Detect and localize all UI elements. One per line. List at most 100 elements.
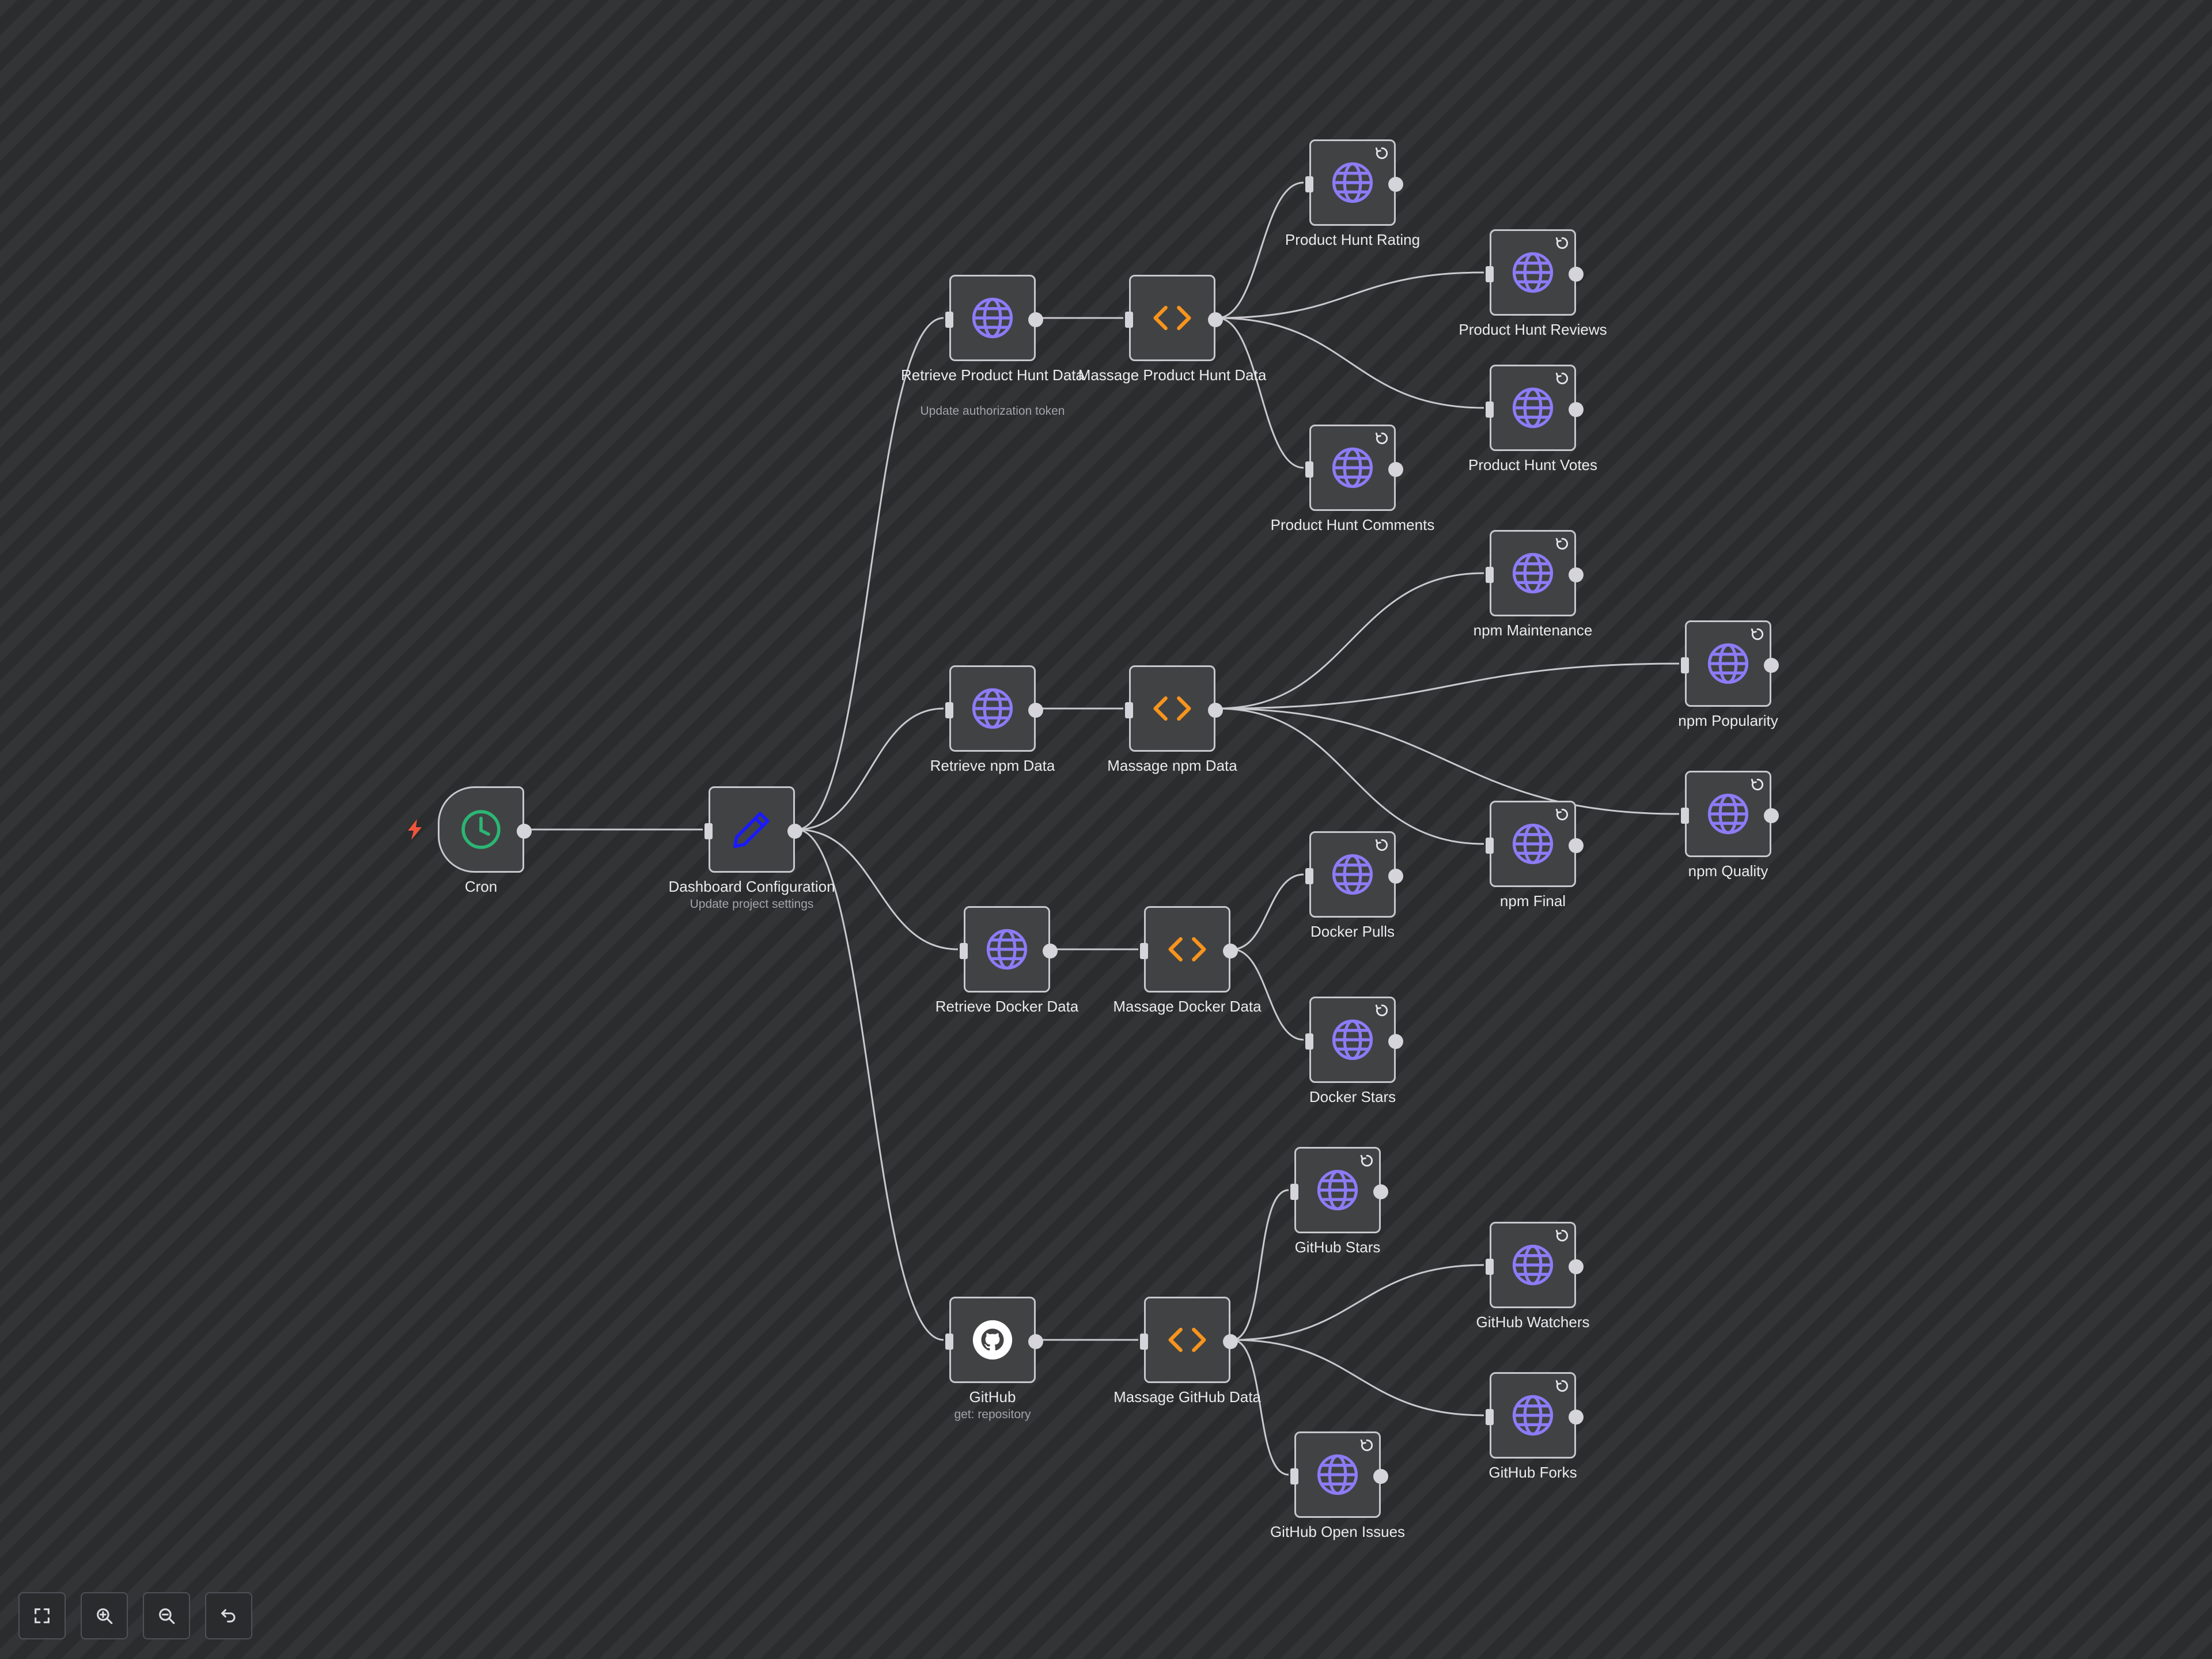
output-port[interactable] [1569,402,1584,417]
code-icon [1165,927,1210,972]
fit-button[interactable] [18,1592,66,1639]
node-ghstars[interactable] [1290,1147,1388,1233]
node-label: GitHub Watchers [1476,1313,1590,1331]
output-port[interactable] [1569,838,1584,853]
node-npmmaint[interactable] [1486,530,1584,616]
output-port[interactable] [1028,312,1043,327]
connection-mnpm-npmfinal[interactable] [1217,707,1484,845]
output-port[interactable] [1569,567,1584,582]
node-npmpop[interactable] [1681,620,1779,707]
input-port[interactable] [1486,1259,1494,1275]
input-port[interactable] [945,702,953,718]
node-github[interactable] [945,1297,1043,1383]
node-phvotes[interactable] [1486,365,1584,451]
output-port[interactable] [1569,267,1584,282]
input-port[interactable] [1486,838,1494,854]
output-port[interactable] [1388,869,1403,884]
input-port[interactable] [1486,567,1494,583]
node-rdocker[interactable] [960,906,1058,993]
connection-mgithub-ghwatchers[interactable] [1232,1264,1484,1341]
node-ghwatchers[interactable] [1486,1222,1584,1308]
input-port[interactable] [1486,1409,1494,1425]
connection-mgithub-ghforks[interactable] [1232,1339,1484,1416]
input-port[interactable] [1305,1033,1313,1050]
input-port[interactable] [704,823,713,839]
input-port[interactable] [945,312,953,328]
connection-mnpm-npmmaint[interactable] [1217,572,1484,710]
input-port[interactable] [1486,402,1494,418]
node-npmqual[interactable] [1681,771,1779,857]
output-port[interactable] [1569,1410,1584,1425]
output-port[interactable] [1028,703,1043,718]
output-port[interactable] [787,824,802,839]
node-ghissues[interactable] [1290,1431,1388,1518]
input-port[interactable] [1140,943,1148,959]
output-port[interactable] [1208,703,1223,718]
connection-config-rdocker[interactable] [796,828,959,950]
node-config[interactable] [704,786,802,873]
node-rnpm[interactable] [945,665,1043,752]
node-mgithub[interactable] [1140,1297,1238,1383]
globe-icon [1315,1452,1360,1497]
input-port[interactable] [1681,808,1689,824]
node-phcomments[interactable] [1305,425,1403,511]
connection-config-rph[interactable] [796,317,944,831]
output-port[interactable] [1388,1034,1403,1049]
connection-mph-phvotes[interactable] [1217,317,1484,409]
input-port[interactable] [1290,1184,1298,1200]
globe-icon [1510,250,1555,295]
output-port[interactable] [1043,944,1058,959]
node-dstars[interactable] [1305,997,1403,1083]
input-port[interactable] [945,1334,953,1350]
zoomout-button[interactable] [143,1592,190,1639]
output-port[interactable] [1028,1334,1043,1349]
output-port[interactable] [1208,312,1223,327]
output-port[interactable] [1223,944,1238,959]
connection-config-github[interactable] [796,828,944,1341]
output-port[interactable] [1764,658,1779,673]
connection-mgithub-ghissues[interactable] [1232,1339,1289,1476]
connection-mph-phreviews[interactable] [1217,271,1484,319]
connection-mdocker-dstars[interactable] [1232,948,1304,1041]
output-port[interactable] [1569,1259,1584,1274]
input-port[interactable] [1125,312,1133,328]
input-port[interactable] [1486,266,1494,282]
node-mnpm[interactable] [1125,665,1223,752]
connection-mph-phcomments[interactable] [1217,317,1304,469]
output-port[interactable] [1388,462,1403,477]
undo-button[interactable] [205,1592,252,1639]
input-port[interactable] [1305,461,1313,478]
input-port[interactable] [1305,176,1313,192]
node-label: npm Final [1499,892,1566,910]
node-mdocker[interactable] [1140,906,1238,993]
output-port[interactable] [1764,808,1779,823]
output-port[interactable] [517,824,532,839]
undo-icon [219,1606,238,1626]
node-phreviews[interactable] [1486,229,1584,316]
input-port[interactable] [1140,1334,1148,1350]
input-port[interactable] [960,943,968,959]
zoomin-button[interactable] [81,1592,128,1639]
node-dpulls[interactable] [1305,831,1403,918]
node-phrating[interactable] [1305,139,1403,226]
output-port[interactable] [1373,1469,1388,1484]
node-rph[interactable] [945,275,1043,361]
node-ghforks[interactable] [1486,1372,1584,1459]
input-port[interactable] [1681,657,1689,673]
node-npmfinal[interactable] [1486,801,1584,887]
input-port[interactable] [1125,702,1133,718]
output-port[interactable] [1223,1334,1238,1349]
connection-mgithub-ghstars[interactable] [1232,1189,1289,1341]
output-port[interactable] [1388,177,1403,192]
connection-mnpm-npmqual[interactable] [1217,707,1680,815]
input-port[interactable] [1290,1468,1298,1484]
connection-mnpm-npmpop[interactable] [1217,662,1680,710]
connection-mph-phrating[interactable] [1217,181,1304,319]
connection-config-rnpm[interactable] [796,707,944,831]
node-cron[interactable] [438,786,532,873]
node-mph[interactable] [1125,275,1223,361]
output-port[interactable] [1373,1184,1388,1199]
input-port[interactable] [1305,868,1313,884]
connection-mdocker-dpulls[interactable] [1232,873,1304,950]
